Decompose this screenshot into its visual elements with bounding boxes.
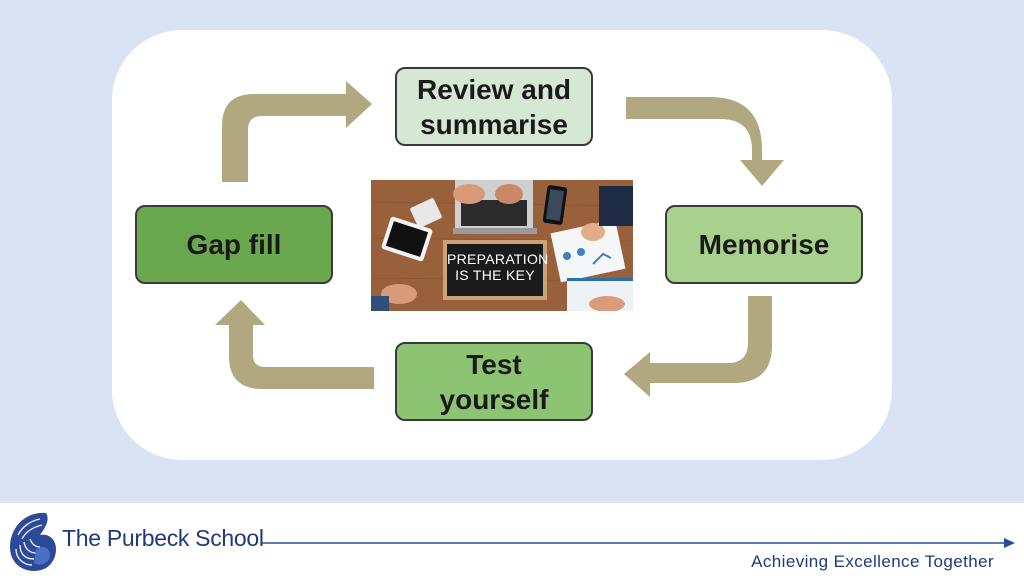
gapfill-label: Gap fill [186, 229, 282, 260]
footer: The Purbeck School Achieving Excellence … [0, 503, 1024, 576]
school-motto: Achieving Excellence Together [751, 552, 994, 571]
arrow-test-to-gapfill [215, 300, 374, 389]
review-label-line1: Review and [416, 73, 572, 105]
arrow-gapfill-to-review [222, 81, 372, 182]
arrow-memorise-to-test [624, 296, 772, 397]
calculator-icon [410, 198, 442, 228]
test-label-line2: yourself [439, 383, 549, 415]
memorise-label: Memorise [698, 229, 830, 260]
review-label-line2: summarise [420, 108, 568, 140]
test-label-line1: Test [466, 348, 522, 380]
board-line2: IS THE KEY [455, 267, 535, 283]
board-line1: PREPARATION [447, 251, 549, 267]
arrow-review-to-memorise [626, 97, 784, 186]
desk-illustration [371, 180, 633, 311]
school-name: The Purbeck School [62, 525, 264, 551]
footer-arrow-line [262, 538, 1015, 548]
test-yourself-box: Test yourself [395, 342, 593, 421]
shell-logo-icon [10, 512, 56, 571]
memorise-box: Memorise [665, 205, 863, 284]
cycle-arrows [215, 81, 784, 397]
chalkboard-text: PREPARATION IS THE KEY [447, 251, 549, 283]
preparation-photo: PREPARATION IS THE KEY [371, 180, 633, 311]
gap-fill-box: Gap fill [135, 205, 333, 284]
review-summarise-box: Review and summarise [395, 67, 593, 146]
